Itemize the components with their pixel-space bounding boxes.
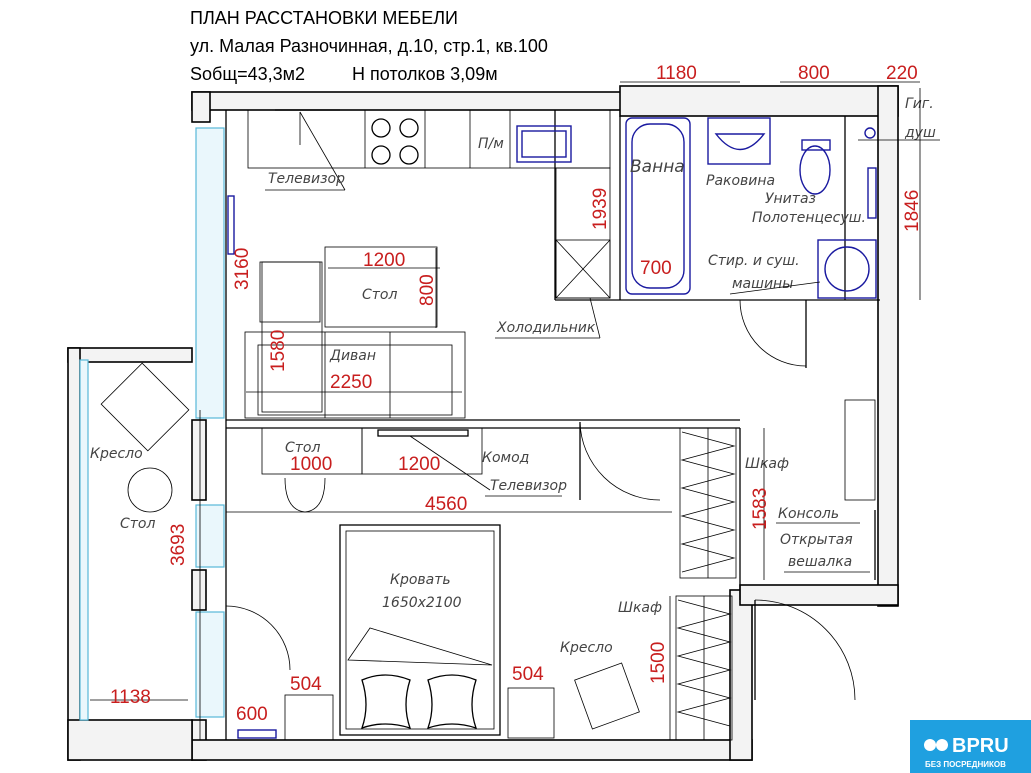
dim-1583: 1583 — [750, 488, 771, 530]
dining-table-icon — [259, 246, 438, 328]
dim-504-right: 504 — [512, 664, 544, 685]
hygienic-shower-icon — [864, 127, 877, 219]
dresser-label: Комод — [482, 450, 529, 466]
wardrobe-1-label: Шкаф — [745, 456, 789, 472]
balcony-door-icon — [225, 605, 291, 671]
wardrobe-2-icon — [675, 595, 733, 741]
sink-label: Раковина — [706, 173, 775, 189]
towel-dryer-label: Полотенцесуш. — [752, 210, 866, 226]
bathtub-icon — [625, 117, 691, 295]
dim-600: 600 — [236, 704, 268, 725]
dim-4560: 4560 — [425, 494, 467, 515]
dim-1500: 1500 — [648, 642, 669, 684]
hanger-label-1: Открытая — [780, 532, 853, 548]
pillow-icon — [360, 674, 478, 730]
desk-label: Стол — [285, 440, 320, 456]
plan-ceiling-height: Н потолков 3,09м — [352, 64, 498, 84]
balcony-table-label: Стол — [120, 516, 155, 532]
dim-1000: 1000 — [290, 454, 332, 475]
wardrobe-2-label: Шкаф — [618, 600, 662, 616]
sink-kitchen-icon — [516, 125, 572, 163]
dim-1180: 1180 — [656, 63, 697, 84]
dim-1200-table: 1200 — [363, 250, 405, 271]
bedroom-armchair-icon — [574, 662, 640, 730]
bathroom-sink-icon — [707, 117, 771, 165]
console-icon — [844, 399, 876, 501]
balcony-table-icon — [127, 467, 173, 513]
plan-address: ул. Малая Разночинная, д.10, стр.1, кв.1… — [190, 36, 548, 56]
dim-1939: 1939 — [590, 188, 611, 230]
tv-kitchen-label: Телевизор — [268, 171, 345, 187]
entry-door-icon — [579, 421, 661, 501]
fridge-label: Холодильник — [496, 320, 596, 336]
dim-700: 700 — [640, 258, 672, 279]
console-label: Консоль — [778, 506, 839, 522]
dim-2250: 2250 — [330, 372, 372, 393]
bedroom-armchair-label: Кресло — [560, 640, 613, 656]
balcony-armchair-label: Кресло — [90, 446, 143, 462]
radiator-icon — [227, 195, 235, 255]
dim-1580: 1580 — [268, 330, 289, 372]
fridge-icon — [555, 239, 611, 339]
bath-label: Ванна — [630, 157, 685, 177]
bpru-logo: BPRU БЕЗ ПОСРЕДНИКОВ — [910, 720, 1031, 773]
dim-1846: 1846 — [902, 190, 923, 232]
front-door-icon — [754, 599, 856, 701]
dresser-icon — [361, 427, 491, 491]
plan-title: ПЛАН РАССТАНОВКИ МЕБЕЛИ — [190, 8, 458, 28]
dim-3693: 3693 — [168, 524, 189, 566]
bathroom-door-icon — [739, 299, 807, 368]
hob-icon — [371, 118, 419, 165]
bed-label: Кровать — [390, 572, 451, 588]
toilet-icon — [799, 139, 831, 195]
tv-kitchen-icon — [275, 109, 346, 191]
nightstand-right-icon — [507, 687, 555, 739]
windows — [79, 127, 225, 721]
hanger-label-2: вешалка — [788, 554, 852, 570]
sofa-label: Диван — [329, 348, 376, 364]
dim-1138: 1138 — [110, 687, 151, 708]
balcony-armchair-icon — [100, 362, 190, 452]
dim-504-left: 504 — [290, 674, 322, 695]
tv-bedroom-label: Телевизор — [490, 478, 567, 494]
svg-text:BPRU: BPRU — [952, 735, 1009, 757]
dim-3160: 3160 — [232, 248, 253, 290]
dim-800-table: 800 — [417, 274, 438, 306]
plan-area: Sобщ=43,3м2 — [190, 64, 305, 84]
dim-1200-dresser: 1200 — [398, 454, 440, 475]
walls — [67, 85, 899, 761]
dimension-lines — [199, 81, 921, 740]
sofa-icon — [244, 261, 466, 419]
radiator-bedroom-icon — [237, 729, 277, 739]
washing-machine-icon — [817, 239, 877, 299]
dim-220: 220 — [886, 63, 918, 84]
bed-icon — [339, 524, 501, 736]
microwave-label: П/м — [478, 136, 504, 152]
dim-800-top: 800 — [798, 63, 830, 84]
bed-size-label: 1650х2100 — [382, 595, 462, 611]
svg-text:БЕЗ ПОСРЕДНИКОВ: БЕЗ ПОСРЕДНИКОВ — [925, 760, 1006, 769]
hygienic-label: Гиг. — [905, 96, 934, 112]
washer-label-1: Стир. и суш. — [708, 253, 800, 269]
dining-table-label: Стол — [362, 287, 397, 303]
wardrobe-1-icon — [679, 427, 737, 579]
nightstand-left-icon — [284, 694, 334, 741]
toilet-label: Унитаз — [765, 191, 816, 207]
